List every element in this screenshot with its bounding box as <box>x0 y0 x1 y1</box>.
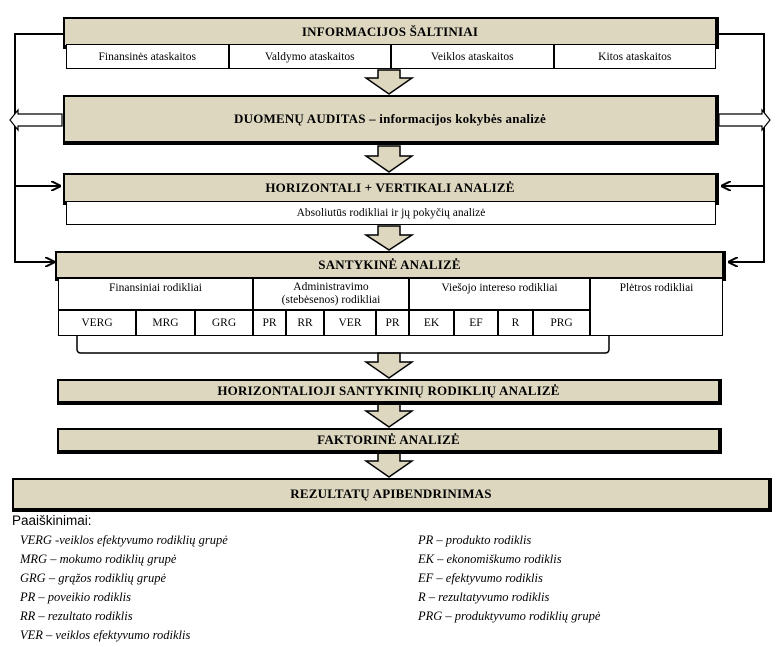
group-development: Plėtros rodikliai <box>590 278 723 336</box>
indicator-ver: VER <box>324 310 376 336</box>
horizontal-relative-band: HORIZONTALIOJI SANTYKINIŲ RODIKLIŲ ANALI… <box>57 379 722 405</box>
side-arrows <box>9 108 771 132</box>
indicator-grg: GRG <box>195 310 253 336</box>
legend-item: PR – poveikio rodiklis <box>20 590 131 604</box>
right-feedback-lines <box>718 33 765 262</box>
factor-title: FAKTORINĖ ANALIZĖ <box>317 432 460 447</box>
indicator-prg: PRG <box>533 310 590 336</box>
legend-item: EK – ekonomiškumo rodiklis <box>418 552 562 566</box>
source-activity: Veiklos ataskaitos <box>391 44 554 69</box>
hv-analysis-title: HORIZONTALI + VERTIKALI ANALIZĖ <box>265 180 515 195</box>
legend-item: R – rezultatyvumo rodiklis <box>418 590 550 604</box>
source-management: Valdymo ataskaitos <box>228 44 391 69</box>
indicator-mrg: MRG <box>136 310 195 336</box>
hv-analysis-subtitle: Absoliutūs rodikliai ir jų pokyčių anali… <box>66 201 716 225</box>
summary-band: REZULTATŲ APIBENDRINIMAS <box>12 478 772 512</box>
hv-analysis-band: HORIZONTALI + VERTIKALI ANALIZĖ <box>63 173 719 205</box>
group-financial: Finansiniai rodikliai <box>58 278 253 310</box>
source-financial: Finansinės ataskaitos <box>66 44 229 69</box>
indicator-r: R <box>498 310 533 336</box>
legend-item: PRG – produktyvumo rodiklių grupė <box>418 609 601 623</box>
indicator-rr: RR <box>286 310 324 336</box>
indicator-ef: EF <box>454 310 498 336</box>
info-sources-row: Finansinės ataskaitos Valdymo ataskaitos… <box>66 44 716 69</box>
legend-right: PR – produkto rodiklis EK – ekonomiškumo… <box>418 531 600 626</box>
indicator-pr-2: PR <box>376 310 409 336</box>
horizontal-relative-title: HORIZONTALIOJI SANTYKINIŲ RODIKLIŲ ANALI… <box>217 383 560 398</box>
info-sources-title: INFORMACIJOS ŠALTINIAI <box>301 24 479 39</box>
legend-item: VER – veiklos efektyvumo rodiklis <box>20 628 191 642</box>
legend-item: EF – efektyvumo rodiklis <box>418 571 543 585</box>
legend-heading: Paaiškinimai: <box>12 513 92 528</box>
summary-title: REZULTATŲ APIBENDRINIMAS <box>290 486 492 501</box>
legend-left: VERG -veiklos efektyvumo rodiklių grupė … <box>20 531 228 645</box>
audit-title: DUOMENŲ AUDITAS – informacijos kokybės a… <box>234 111 546 126</box>
legend-item: PR – produkto rodiklis <box>418 533 532 547</box>
down-arrows <box>363 69 415 478</box>
relative-band: SANTYKINĖ ANALIZĖ <box>55 251 726 281</box>
info-sources-band: INFORMACIJOS ŠALTINIAI <box>63 17 719 49</box>
legend-item: RR – rezultato rodiklis <box>20 609 133 623</box>
left-feedback-lines <box>14 33 63 262</box>
legend-item: MRG – mokumo rodiklių grupė <box>20 552 177 566</box>
factor-band: FAKTORINĖ ANALIZĖ <box>57 428 722 454</box>
source-other: Kitos ataskaitos <box>553 44 716 69</box>
group-administrative: Administravimo (stebėsenos) rodikliai <box>253 278 409 310</box>
legend-item: GRG – grąžos rodiklių grupė <box>20 571 167 585</box>
indicator-bracket <box>76 335 610 354</box>
legend-item: VERG -veiklos efektyvumo rodiklių grupė <box>20 533 228 547</box>
group-public-interest: Viešojo intereso rodikliai <box>409 278 590 310</box>
indicator-pr-1: PR <box>253 310 286 336</box>
indicator-verg: VERG <box>58 310 136 336</box>
indicator-ek: EK <box>409 310 454 336</box>
audit-band: DUOMENŲ AUDITAS – informacijos kokybės a… <box>63 95 719 145</box>
relative-title: SANTYKINĖ ANALIZĖ <box>318 257 461 272</box>
